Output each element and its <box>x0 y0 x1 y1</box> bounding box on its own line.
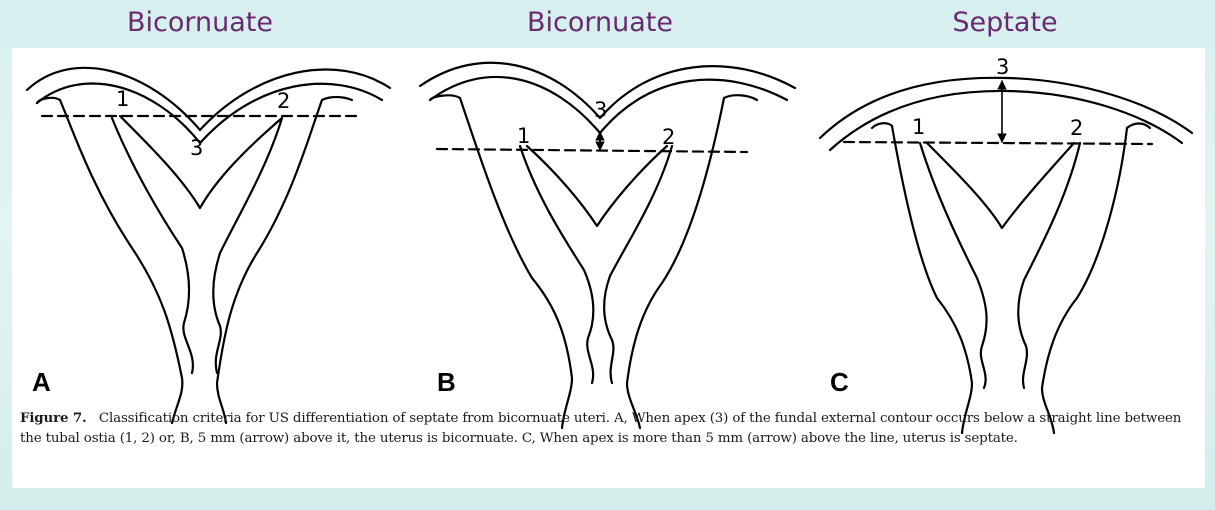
caption-text: Classification criteria for US different… <box>20 411 1182 446</box>
ostium-1-label-c: 1 <box>912 115 925 139</box>
fundal-contour-outer <box>818 76 1194 140</box>
diagram-b <box>418 61 797 430</box>
apex-label-b: 3 <box>594 98 607 122</box>
apex-label-c: 3 <box>996 55 1009 79</box>
ostium-1-label-b: 1 <box>517 124 530 148</box>
ostia-line <box>842 140 1154 146</box>
figure-caption: Figure 7. Classification criteria for US… <box>20 409 1195 448</box>
ostia-line <box>435 147 749 154</box>
panel-letter-b: B <box>437 367 456 397</box>
ostium-2-label-c: 2 <box>1070 116 1083 140</box>
fundal-contour-inner <box>828 89 1184 152</box>
panel-letter-c: C <box>830 367 849 397</box>
ostium-2-label-a: 2 <box>277 89 290 113</box>
ostium-2-label-b: 2 <box>662 125 675 149</box>
apex-label-a: 3 <box>190 136 203 160</box>
uterus-diagrams: 1 2 3 A 1 2 3 B <box>25 55 1194 435</box>
heading-bicornuate-b: Bicornuate <box>527 7 673 38</box>
figure-panel: 1 2 3 A 1 2 3 B <box>12 48 1205 488</box>
ostium-1-label-a: 1 <box>116 87 129 111</box>
heading-bicornuate-a: Bicornuate <box>127 7 273 38</box>
fundal-contour-inner <box>35 82 384 145</box>
panel-letter-a: A <box>32 367 51 397</box>
fundal-contour-inner <box>428 75 789 135</box>
diagram-a <box>25 66 392 425</box>
figure-label: Figure 7. <box>20 410 87 426</box>
diagram-c <box>818 76 1194 435</box>
fundal-contour-outer <box>25 66 392 132</box>
fundal-contour-outer <box>418 61 797 120</box>
heading-septate-c: Septate <box>952 7 1058 38</box>
